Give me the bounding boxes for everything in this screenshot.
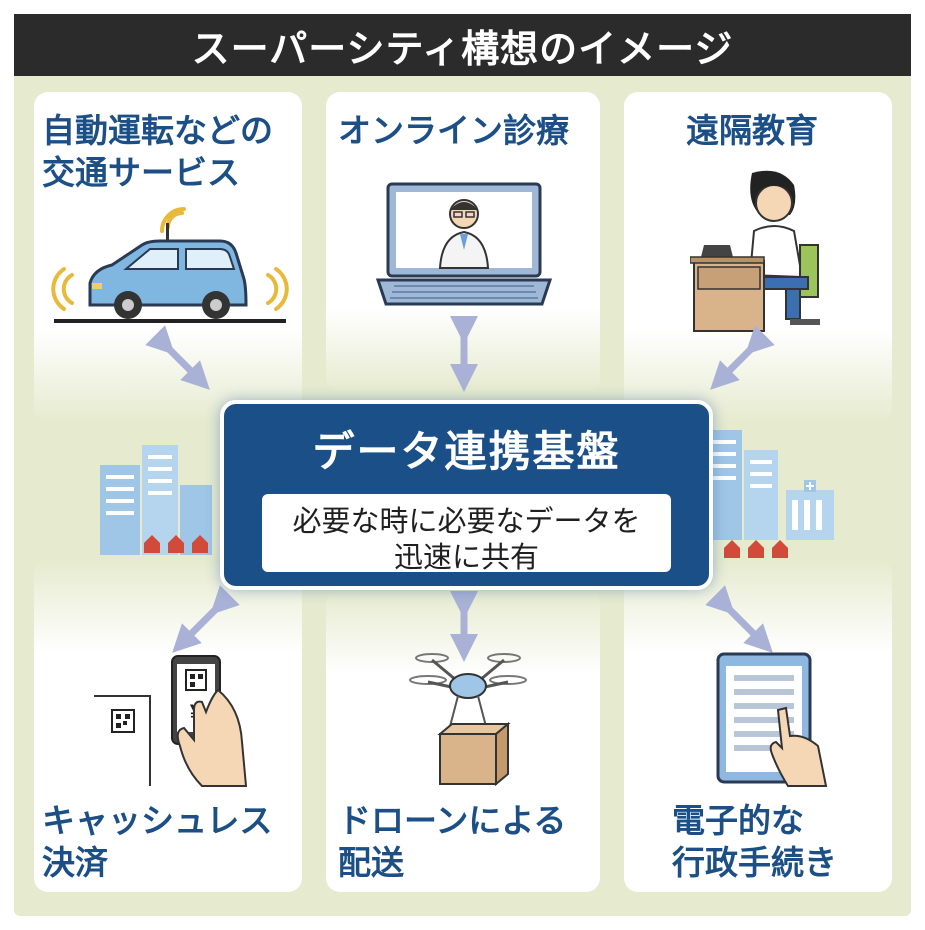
label-remote-education: 遠隔教育 [686,111,818,150]
houses-left-icon [144,535,208,553]
label-drone-delivery-2: 配送 [338,843,404,882]
label-e-government-1: 電子的な [672,801,804,840]
label-autonomous-driving-1: 自動運転などの [42,111,273,150]
arrow-cashless-payment [172,585,240,653]
label-online-medical: オンライン診療 [338,111,569,150]
data-platform-box: データ連携基盤 必要な時に必要なデータを 迅速に共有 [220,400,713,590]
qr-code-icon [111,709,135,733]
data-platform-description-line2: 迅速に共有 [393,540,539,574]
city-buildings-left-icon [100,445,212,555]
data-platform-description: 必要な時に必要なデータを 迅速に共有 [262,494,671,574]
data-platform-description-line1: 必要な時に必要なデータを [292,504,641,538]
arrow-autonomous-driving [145,325,210,390]
smartphone-payment-icon: ¥ [94,655,248,787]
houses-right-icon [724,540,788,558]
diagram-title: スーパーシティ構想のイメージ [191,26,734,71]
label-drone-delivery-1: ドローンによる [338,801,567,840]
label-cashless-payment-1: キャッシュレス [42,801,273,840]
label-e-government-2: 行政手続き [672,843,837,882]
student-desk-icon [690,170,820,332]
label-autonomous-driving-2: 交通サービス [42,153,240,192]
title-bar: スーパーシティ構想のイメージ [14,14,911,76]
city-buildings-right-icon [704,430,834,558]
data-platform-title: データ連携基盤 [312,427,621,476]
arrow-remote-education [710,325,775,390]
drone-icon [409,653,527,787]
tablet-form-icon [716,652,828,787]
laptop-doctor-icon [375,182,553,306]
label-cashless-payment-2: 決済 [42,843,108,882]
arrow-e-government [705,585,773,653]
panel-cashless-payment [34,560,302,892]
car-icon [51,207,289,323]
